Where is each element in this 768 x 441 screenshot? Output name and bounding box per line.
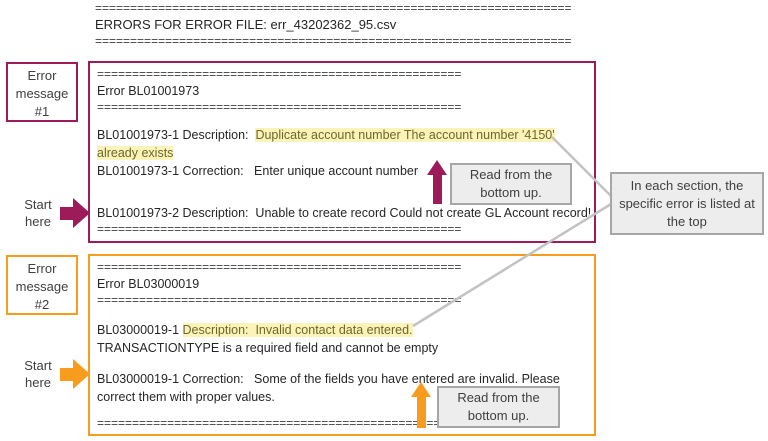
read-up-arrow-1-icon: [427, 160, 447, 204]
error-file-title: ERRORS FOR ERROR FILE: err_43202362_95.c…: [95, 17, 397, 32]
section-note-text: In each section, the specific error is l…: [619, 177, 755, 229]
error1-description-1-highlight-cont: already exists: [97, 146, 174, 160]
arrow-shaft: [416, 397, 426, 428]
error2-description-line1: BL03000019-1 Description: Invalid contac…: [97, 321, 588, 339]
separator-line: ========================================…: [97, 260, 462, 274]
read-note-2: Read from the bottom up.: [437, 386, 560, 428]
separator-line: ========================================…: [97, 100, 462, 114]
separator-line: ========================================…: [97, 416, 462, 430]
error-message-2-label-text: Error message #2: [15, 261, 69, 312]
error1-description-1-prefix: BL01001973-1 Description:: [97, 128, 256, 142]
error1-description-2: BL01001973-2 Description: Unable to crea…: [97, 206, 592, 220]
start-here-label-1: Start here: [24, 197, 52, 229]
arrow-head: [411, 382, 431, 397]
start-here-label-2: Start here: [24, 358, 52, 390]
arrow-shaft: [432, 175, 442, 204]
read-note-2-text: Read from the bottom up.: [457, 390, 540, 423]
arrow-shaft: [60, 367, 73, 381]
start-here-arrow-2-icon: [60, 359, 90, 389]
read-note-1: Read from the bottom up.: [450, 163, 572, 205]
error-message-1-section: ========================================…: [88, 61, 596, 243]
arrow-head: [427, 160, 447, 175]
error1-description-1-line1: BL01001973-1 Description: Duplicate acco…: [97, 126, 588, 144]
arrow-shaft: [60, 206, 73, 220]
read-up-arrow-2-icon: [411, 382, 431, 428]
error2-description-highlight: Description: Invalid contact data entere…: [182, 323, 413, 337]
error1-correction-1: BL01001973-1 Correction: Enter unique ac…: [97, 164, 419, 178]
arrow-head: [73, 359, 90, 389]
error2-description-prefix: BL03000019-1: [97, 323, 183, 337]
error-message-2-label: Error message #2: [6, 255, 78, 315]
error2-correction-line2: correct them with proper values.: [97, 390, 275, 404]
error1-description-1-line2: already exists: [97, 144, 588, 162]
separator-line: ========================================…: [95, 34, 572, 48]
arrow-head: [73, 198, 90, 228]
separator-line: ========================================…: [97, 293, 462, 307]
error2-correction-line1: BL03000019-1 Correction: Some of the fie…: [97, 372, 560, 386]
error2-description-line2: TRANSACTIONTYPE is a required field and …: [97, 341, 439, 355]
error-message-1-label-text: Error message #1: [15, 68, 69, 119]
start-here-arrow-1-icon: [60, 198, 90, 228]
header: ========================================…: [95, 1, 575, 49]
separator-line: ========================================…: [97, 67, 462, 81]
section-note-callout: In each section, the specific error is l…: [610, 172, 764, 235]
error2-heading: Error BL03000019: [97, 277, 200, 291]
separator-line: ========================================…: [95, 1, 572, 15]
error1-heading: Error BL01001973: [97, 84, 200, 98]
separator-line: ========================================…: [97, 222, 462, 236]
read-note-1-text: Read from the bottom up.: [469, 167, 553, 200]
error-message-1-label: Error message #1: [6, 62, 78, 122]
error1-description-1-highlight: Duplicate account number The account num…: [255, 128, 555, 142]
